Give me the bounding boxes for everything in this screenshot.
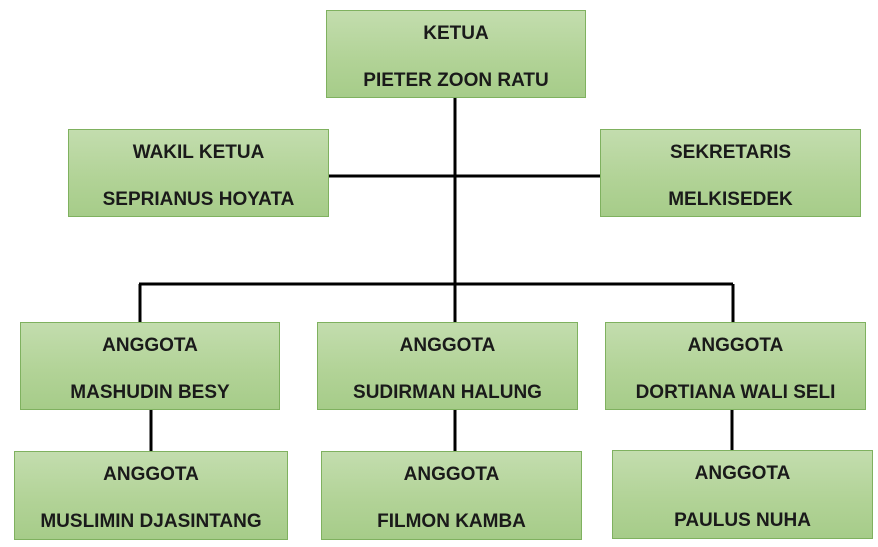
member-role: ANGGOTA	[102, 335, 198, 356]
member-box-filmon-kamba: ANGGOTA FILMON KAMBA	[321, 451, 582, 540]
secretary-name: MELKISEDEK	[668, 189, 793, 210]
member-box-sudirman-halung: ANGGOTA SUDIRMAN HALUNG	[317, 322, 578, 410]
member-role: ANGGOTA	[403, 464, 500, 485]
member-box-dortiana-wali-seli: ANGGOTA DORTIANA WALI SELI	[605, 322, 866, 410]
secretary-box: SEKRETARIS MELKISEDEK	[600, 129, 861, 217]
member-role: ANGGOTA	[694, 463, 791, 484]
member-name: MASHUDIN BESY	[70, 382, 230, 403]
member-role: ANGGOTA	[399, 335, 496, 356]
secretary-role: SEKRETARIS	[669, 142, 792, 163]
vice-chair-box: WAKIL KETUA SEPRIANUS HOYATA	[68, 129, 329, 217]
member-name: FILMON KAMBA	[377, 511, 526, 532]
chair-name: PIETER ZOON RATU	[363, 70, 549, 91]
member-name: DORTIANA WALI SELI	[635, 382, 836, 403]
vice-chair-role: WAKIL KETUA	[132, 142, 265, 163]
member-box-muslimin-djasintang: ANGGOTA MUSLIMIN DJASINTANG	[14, 451, 288, 540]
member-name: SUDIRMAN HALUNG	[353, 382, 542, 403]
member-name: MUSLIMIN DJASINTANG	[40, 511, 262, 532]
member-name: PAULUS NUHA	[674, 510, 811, 531]
member-role: ANGGOTA	[103, 464, 199, 485]
member-box-mashudin-besy: ANGGOTA MASHUDIN BESY	[20, 322, 280, 410]
chair-box: KETUA PIETER ZOON RATU	[326, 10, 586, 98]
chair-role: KETUA	[423, 23, 489, 44]
member-role: ANGGOTA	[687, 335, 784, 356]
vice-chair-name: SEPRIANUS HOYATA	[102, 189, 295, 210]
member-box-paulus-nuha: ANGGOTA PAULUS NUHA	[612, 450, 873, 539]
